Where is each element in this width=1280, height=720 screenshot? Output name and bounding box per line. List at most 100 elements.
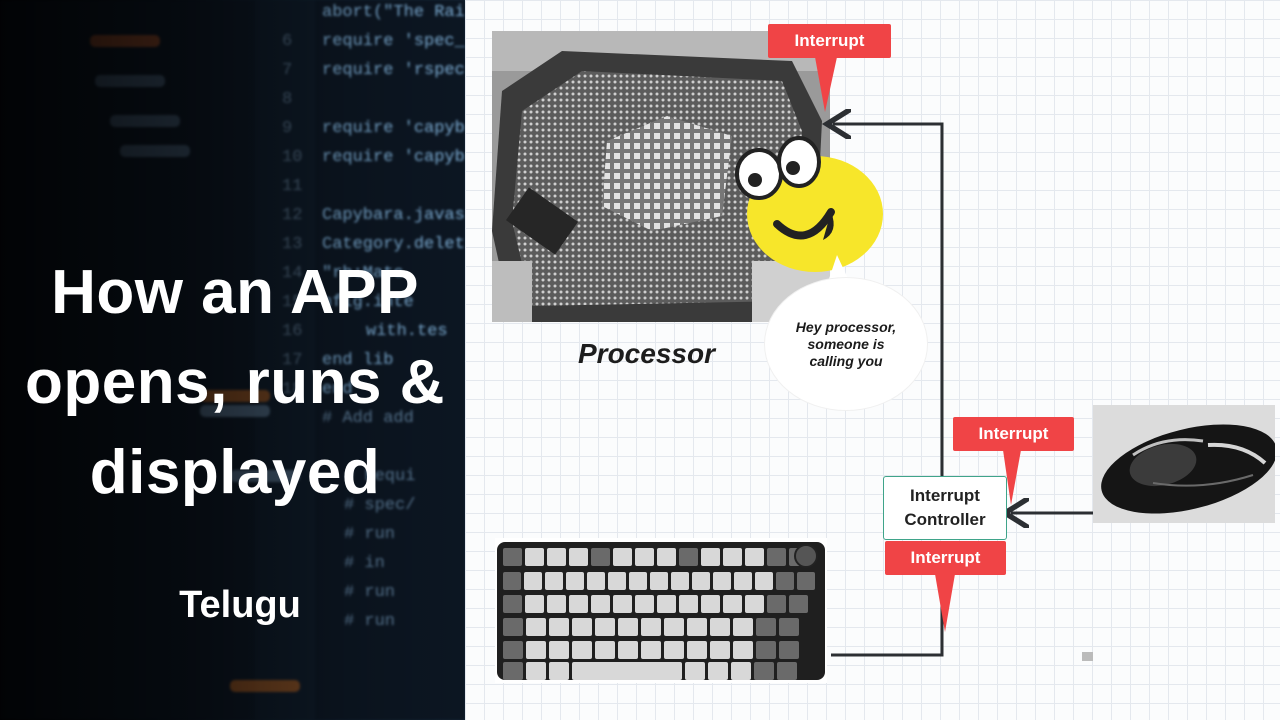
keyboard-key (503, 618, 523, 636)
keyboard-key (685, 662, 705, 680)
keyboard-key (777, 662, 797, 680)
keyboard-key (797, 572, 815, 590)
keyboard-key (549, 662, 569, 680)
keyboard-key (767, 548, 786, 566)
keyboard-key (549, 618, 569, 636)
mouse-photo (1093, 405, 1275, 523)
keyboard-key (549, 641, 569, 659)
keyboard-key (731, 662, 751, 680)
main-title: How an APP opens, runs & displayed (0, 248, 465, 518)
keyboard-key (754, 662, 774, 680)
keyboard-key (701, 548, 720, 566)
keyboard-key (591, 548, 610, 566)
keyboard-key (701, 595, 720, 613)
keyboard-key (745, 595, 764, 613)
keyboard-key (526, 641, 546, 659)
interrupt-controller-box: Interrupt Controller (883, 476, 1007, 540)
keyboard-key (572, 641, 592, 659)
controller-to-processor-wire (833, 124, 944, 476)
keyboard-key (789, 595, 808, 613)
signal-wires (815, 57, 1093, 661)
keyboard-key (779, 641, 799, 659)
keyboard-key (547, 595, 566, 613)
interrupt-label-mouse: Interrupt (953, 417, 1074, 451)
keyboard-key (566, 572, 584, 590)
keyboard-key (503, 595, 522, 613)
keyboard-key (635, 548, 654, 566)
keyboard-key (708, 662, 728, 680)
keyboard-key (635, 595, 654, 613)
keyboard-key (569, 548, 588, 566)
controller-label-line2: Controller (904, 510, 986, 529)
processor-label: Processor (578, 338, 715, 369)
keyboard-key (755, 572, 773, 590)
keyboard-key (756, 641, 776, 659)
left-dark-gradient (0, 0, 465, 720)
keyboard-key (526, 662, 546, 680)
keyboard-key (710, 618, 730, 636)
keyboard-key (756, 618, 776, 636)
keyboard-key (618, 641, 638, 659)
keyboard-key (650, 572, 668, 590)
keyboard-key (547, 548, 566, 566)
speech-bubble: Hey processor, someone is calling you (765, 278, 927, 410)
interrupt-mid-tail (1003, 450, 1021, 505)
keyboard-key (503, 572, 521, 590)
keyboard-key (664, 641, 684, 659)
keyboard-key (587, 572, 605, 590)
interrupt-top-tail (815, 57, 837, 112)
keyboard-key (629, 572, 647, 590)
keyboard-key (525, 548, 544, 566)
cpu-socket-icon (492, 31, 830, 322)
interrupt-label-top: Interrupt (768, 24, 891, 58)
mouse-icon (1093, 405, 1275, 523)
keyboard-key (618, 618, 638, 636)
keyboard-key (503, 641, 523, 659)
keyboard-key (641, 618, 661, 636)
keyboard-key (687, 641, 707, 659)
keyboard-key (608, 572, 626, 590)
keyboard-key (613, 595, 632, 613)
keyboard-key (679, 595, 698, 613)
interrupt-diagram: Hey processor, someone is calling you Pr… (465, 0, 1280, 720)
keyboard-key (595, 641, 615, 659)
keyboard-key (745, 548, 764, 566)
keyboard-key (591, 595, 610, 613)
keyboard-key (779, 618, 799, 636)
keyboard-key (733, 618, 753, 636)
keyboard-key (657, 595, 676, 613)
keyboard-key (776, 572, 794, 590)
keyboard-key (503, 662, 523, 680)
keyboard-key (545, 572, 563, 590)
keyboard-key (687, 618, 707, 636)
keyboard-key (572, 662, 682, 680)
keyboard-key (679, 548, 698, 566)
keyboard-key (734, 572, 752, 590)
code-background-panel: abort("The Rails en6require 'spec_helpe7… (0, 0, 465, 720)
keyboard-key (664, 618, 684, 636)
keyboard-key (524, 572, 542, 590)
language-subtitle: Telugu (179, 584, 301, 626)
keyboard-key (572, 618, 592, 636)
keyboard-photo (495, 538, 827, 683)
keyboard-key (733, 641, 753, 659)
title-line-3: displayed (89, 438, 381, 507)
keyboard-key (671, 572, 689, 590)
speech-text: Hey processor, someone is calling you (795, 318, 897, 369)
title-line-1: How an APP (51, 258, 419, 327)
keyboard-key (723, 595, 742, 613)
keyboard-key (710, 641, 730, 659)
keyboard-key (641, 641, 661, 659)
keyboard-key (595, 618, 615, 636)
keyboard-key (525, 595, 544, 613)
keyboard-key (503, 548, 522, 566)
keyboard-key (526, 618, 546, 636)
keyboard-key (767, 595, 786, 613)
keyboard-key (692, 572, 710, 590)
controller-label-line1: Interrupt (910, 486, 980, 505)
interrupt-bottom-tail (935, 574, 955, 632)
keyboard-key (569, 595, 588, 613)
keyboard-key (613, 548, 632, 566)
smiley-face-emoji-icon (735, 136, 883, 272)
keyboard-key (713, 572, 731, 590)
